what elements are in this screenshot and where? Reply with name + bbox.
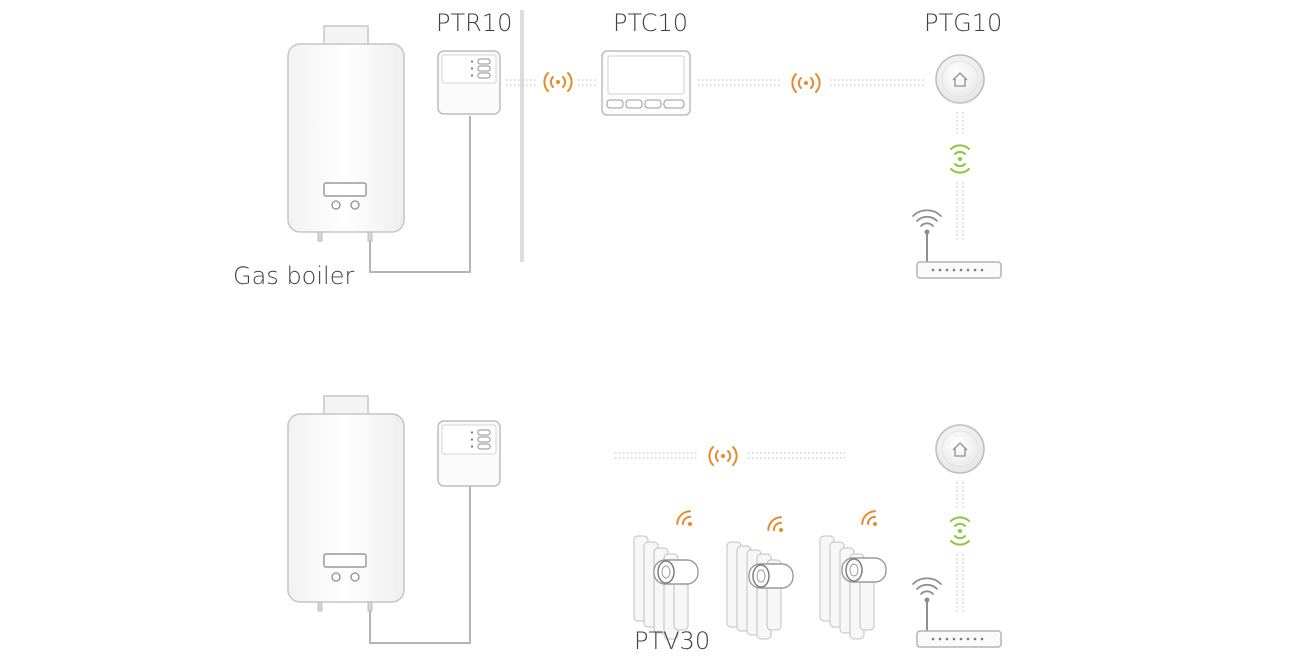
radiator-valve-label: PTV30 — [634, 627, 711, 655]
link-thermostat-gateway — [698, 79, 926, 86]
wireless-signal-icon — [676, 510, 692, 526]
link-receiver-thermostat — [506, 79, 598, 86]
gateway-icon — [935, 424, 985, 474]
wire-boiler-receiver — [369, 116, 471, 273]
link-gateway-router — [956, 112, 964, 242]
wireless-signal-icon — [861, 510, 877, 526]
gas-boiler-label: Gas boiler — [233, 262, 355, 290]
wireless-signal-icon — [950, 516, 970, 546]
receiver-icon — [437, 420, 501, 487]
wireless-signal-icon — [708, 446, 738, 466]
wireless-signal-icon — [767, 516, 783, 532]
wire-boiler-receiver — [369, 486, 471, 644]
link-valves-gateway — [615, 452, 845, 459]
thermostat-icon — [601, 50, 691, 116]
receiver-label: PTR10 — [436, 9, 513, 37]
gateway-icon — [935, 54, 985, 104]
radiator-valve-icon — [633, 535, 699, 640]
gas-boiler-icon — [287, 395, 405, 612]
receiver-icon — [437, 50, 501, 115]
thermostat-label: PTC10 — [613, 9, 689, 37]
wireless-signal-icon — [950, 144, 970, 174]
link-gateway-router — [956, 482, 964, 614]
wireless-signal-icon — [791, 73, 821, 93]
radiator-valve-icon — [819, 535, 887, 640]
wireless-signal-icon — [543, 72, 573, 92]
router-icon — [912, 209, 1002, 279]
gateway-label: PTG10 — [924, 9, 1003, 37]
radiator-valve-icon — [726, 541, 794, 640]
gas-boiler-icon — [287, 25, 405, 242]
router-icon — [912, 577, 1002, 648]
